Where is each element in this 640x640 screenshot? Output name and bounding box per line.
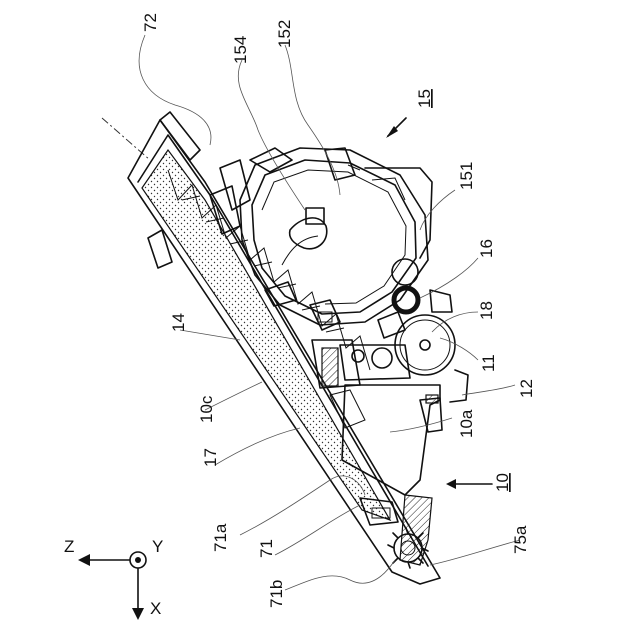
cartridge-housing-71: [128, 112, 440, 584]
label-71a: 71a: [211, 523, 230, 552]
label-10a: 10a: [457, 409, 476, 438]
label-154: 154: [231, 36, 250, 64]
roller-151: [392, 259, 418, 285]
axis-x-label: X: [150, 599, 161, 618]
label-14: 14: [169, 313, 188, 332]
axis-y-label: Y: [152, 537, 163, 556]
label-10: 10: [493, 473, 512, 492]
label-15: 15: [415, 89, 434, 108]
label-75a: 75a: [511, 525, 530, 554]
center-axis-line: [102, 118, 150, 160]
label-11: 11: [479, 354, 498, 372]
label-17: 17: [201, 448, 220, 467]
label-71: 71: [257, 539, 276, 558]
label-18: 18: [477, 301, 496, 320]
axis-z-label: Z: [64, 537, 74, 556]
label-152: 152: [275, 20, 294, 48]
label-12: 12: [517, 379, 536, 398]
label-10c: 10c: [197, 395, 216, 423]
label-151: 151: [457, 162, 476, 190]
reference-labels: 72 154 152 15 151 16 18 11 14 10c 12 10a…: [141, 13, 536, 608]
label-72: 72: [141, 13, 160, 32]
coordinate-axes: Z Y X: [64, 537, 163, 620]
label-16: 16: [477, 239, 496, 258]
label-71b: 71b: [267, 580, 286, 608]
